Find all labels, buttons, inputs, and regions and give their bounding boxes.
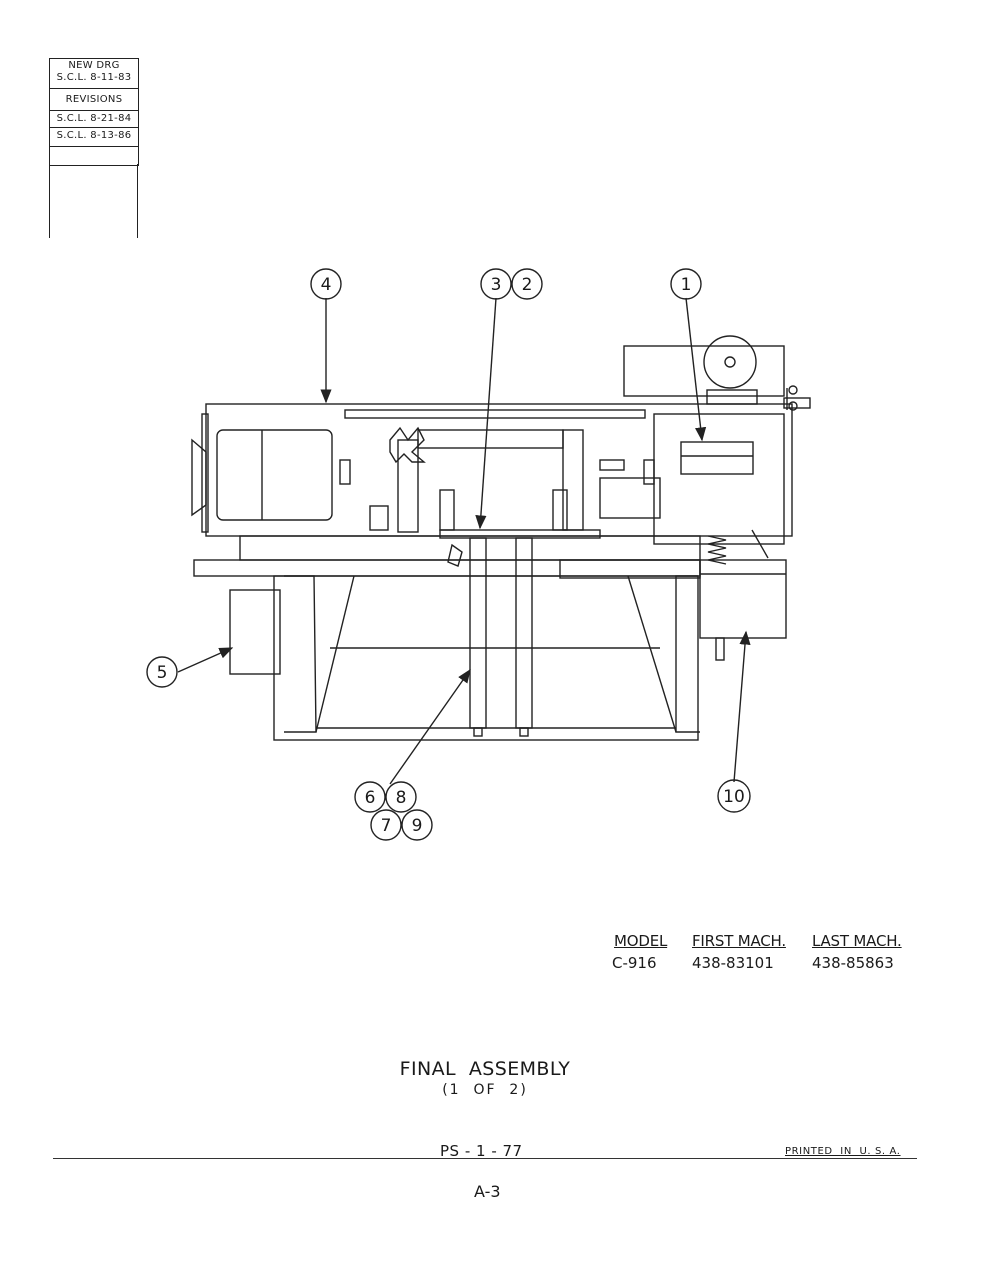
- callout-9: 9: [401, 809, 433, 841]
- revision-entry: S.C.L. 8-21-84: [56, 113, 132, 124]
- callout-7: 7: [370, 809, 402, 841]
- base-stand: [193, 537, 787, 741]
- svg-text:5: 5: [157, 663, 168, 683]
- svg-text:8: 8: [396, 788, 407, 808]
- original-drawing-entry: S.C.L. 8-11-83: [56, 72, 132, 83]
- ps-number: PS - 1 - 77: [440, 1142, 523, 1160]
- callout-3: 3: [480, 268, 512, 300]
- title-block: FINAL ASSEMBLY (1 OF 2): [300, 1058, 670, 1098]
- revision-block: NEW DRG S.C.L. 8-11-83 REVISIONS S.C.L. …: [49, 58, 139, 238]
- bandsaw-assembly-drawing: 4 3 2 1 5 6 8 7 9 10: [146, 268, 811, 841]
- leader-lines: [177, 297, 751, 785]
- callout-4: 4: [310, 268, 342, 300]
- model-table: MODEL FIRST MACH. LAST MACH. C-916 438-8…: [608, 932, 928, 976]
- printed-in-usa: PRINTED IN U. S. A.: [785, 1146, 901, 1157]
- drawing-subtitle: (1 OF 2): [442, 1082, 528, 1098]
- first-machine-header: FIRST MACH.: [692, 932, 786, 950]
- page-number: A-3: [474, 1182, 501, 1201]
- revisions-label: REVISIONS: [65, 94, 123, 105]
- callout-8: 8: [385, 781, 417, 813]
- svg-text:10: 10: [723, 787, 745, 807]
- svg-text:1: 1: [681, 275, 692, 295]
- saw-frame: [191, 403, 793, 565]
- callout-1: 1: [670, 268, 702, 300]
- svg-text:4: 4: [321, 275, 332, 295]
- footer-rule: [53, 1158, 917, 1159]
- callout-10: 10: [717, 779, 751, 813]
- svg-text:2: 2: [522, 275, 533, 295]
- last-machine-value: 438-85863: [812, 954, 894, 972]
- svg-text:3: 3: [491, 275, 502, 295]
- revision-block-frame: [49, 58, 139, 166]
- callout-2: 2: [511, 268, 543, 300]
- last-machine-header: LAST MACH.: [812, 932, 902, 950]
- new-drawing-label: NEW DRG: [68, 60, 120, 71]
- first-machine-value: 438-83101: [692, 954, 774, 972]
- svg-text:6: 6: [365, 788, 376, 808]
- motor-housing: [623, 335, 811, 411]
- svg-text:7: 7: [381, 816, 392, 836]
- drawing-title: FINAL ASSEMBLY: [399, 1058, 571, 1080]
- callout-6: 6: [354, 781, 386, 813]
- model-header: MODEL: [614, 932, 668, 950]
- svg-text:9: 9: [412, 816, 423, 836]
- model-value: C-916: [612, 954, 657, 972]
- callout-5: 5: [146, 656, 178, 688]
- revision-entry: S.C.L. 8-13-86: [56, 130, 132, 141]
